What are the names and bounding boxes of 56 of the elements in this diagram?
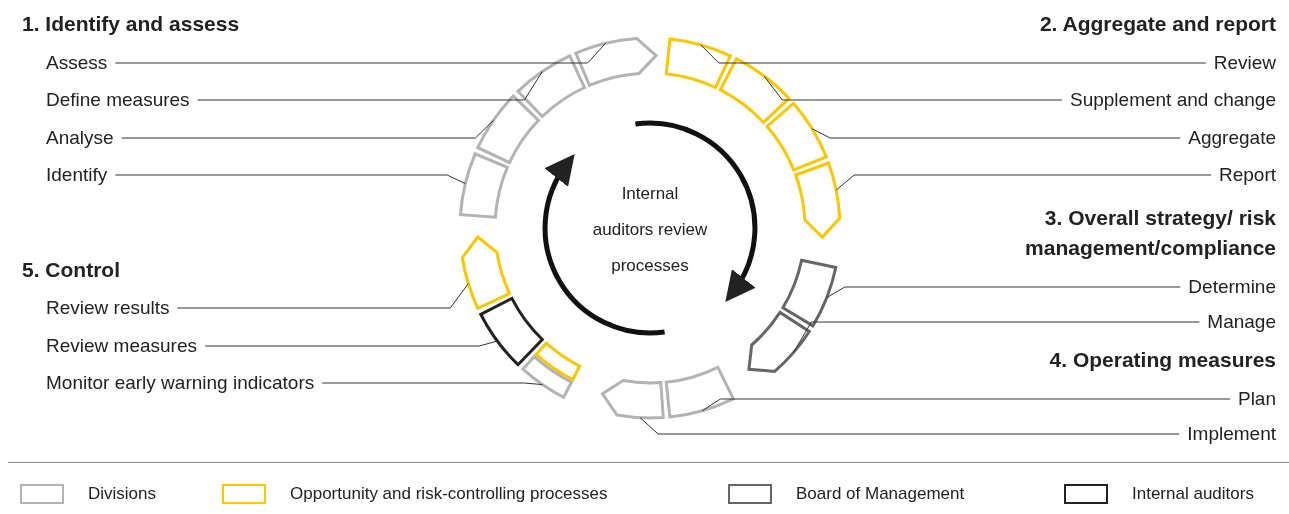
leader-line [763, 75, 1063, 101]
leader-line [177, 283, 469, 309]
leader-line [792, 321, 1200, 354]
step-label: Determine [1188, 275, 1276, 299]
step-label: Identify [46, 163, 108, 187]
section-heading: 2. Aggregate and report [1038, 11, 1276, 37]
leader-line [114, 174, 466, 185]
step-label: Aggregate [1188, 126, 1276, 150]
legend-label: Divisions [88, 483, 157, 505]
ring-segment [781, 258, 838, 328]
ring-segment [664, 365, 735, 419]
ring-segment [460, 235, 511, 310]
step-label: Assess [46, 51, 108, 75]
step-label: Review results [46, 296, 170, 320]
section-heading: 5. Control [22, 257, 121, 283]
leader-line [826, 286, 1181, 299]
step-label: Report [1218, 163, 1276, 187]
step-label: Review measures [46, 334, 197, 358]
leader-line [639, 417, 1180, 435]
center-caption: Internal auditors review processes [592, 183, 708, 277]
step-label: Monitor early warning indicators [46, 371, 315, 395]
leader-line [197, 70, 543, 101]
step-label: Define measures [46, 88, 190, 112]
ring-segment [601, 379, 665, 420]
section-heading: 3. Overall strategy/ risk management/compliance [1024, 205, 1276, 261]
ring-segment [574, 37, 658, 87]
leader-line [121, 119, 494, 139]
ring-segment [534, 341, 582, 381]
ring-segment [516, 54, 586, 118]
step-label: Review [1213, 51, 1276, 75]
leader-line [204, 340, 498, 347]
step-label: Supplement and change [1070, 88, 1276, 112]
step-label: Analyse [46, 126, 114, 150]
ring-segment [521, 355, 573, 399]
legend-label: Internal auditors [1132, 483, 1254, 505]
step-label: Implement [1187, 422, 1276, 446]
section-heading: 4. Operating measures [1048, 347, 1276, 373]
leader-line [114, 42, 607, 64]
leader-line [701, 398, 1231, 412]
leader-line [700, 44, 1207, 64]
legend-label: Board of Management [796, 483, 965, 505]
section-heading: 1. Identify and assess [22, 11, 241, 37]
step-label: Plan [1237, 387, 1276, 411]
legend-label: Opportunity and risk-controlling processes [290, 483, 608, 505]
ring-segment [476, 94, 540, 164]
leader-line [321, 382, 543, 386]
step-label: Manage [1207, 310, 1276, 334]
ring-segment [747, 310, 811, 373]
leader-line [811, 128, 1181, 139]
ring-segment [459, 152, 509, 219]
ring-segment [664, 37, 732, 89]
ring-segment [718, 57, 791, 124]
leader-line [835, 174, 1212, 191]
ring-segment [479, 296, 544, 367]
ring-segment [765, 101, 828, 172]
ring-segment [794, 161, 842, 239]
